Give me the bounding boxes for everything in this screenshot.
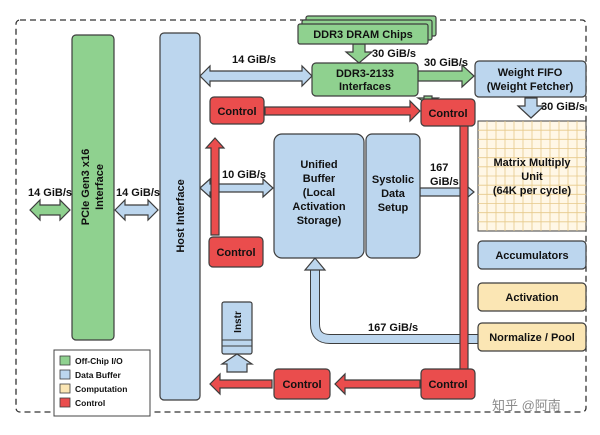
dram-chips (297, 23, 429, 45)
control-bottom-mid-label: Control (282, 379, 321, 391)
host-interface-label: Host Interface (175, 179, 187, 252)
control-top-right-label: Control (428, 108, 467, 120)
pcie-label-2: Interface (94, 164, 106, 210)
unified-buffer-label-5: Storage) (297, 215, 342, 227)
pcie-interface (71, 34, 115, 341)
legend-swatch-offchip (59, 355, 71, 366)
ddr3-label-1: DDR3-2133 (336, 68, 394, 80)
activation-label: Activation (505, 292, 558, 304)
matrix-label-3: (64K per cycle) (493, 185, 572, 197)
ddr3-label-2: Interfaces (339, 81, 391, 93)
matrix-label-1: Matrix Multiply (493, 157, 571, 169)
watermark: 知乎 @阿南 (492, 398, 561, 413)
control-bottom-mid (273, 368, 331, 400)
dram-chips-label: DDR3 DRAM Chips (313, 29, 413, 41)
arrow-ddr3-fifo (417, 63, 475, 89)
legend-swatch-computation (59, 383, 71, 394)
weight-fifo-label-1: Weight FIFO (498, 67, 563, 79)
systolic-label-1: Systolic (372, 174, 414, 186)
bw-dram-ddr: 30 GiB/s (372, 48, 416, 60)
arrow-control-host (209, 372, 273, 396)
instr-queue: Instr (220, 301, 254, 373)
arrow-host-ddr3 (199, 64, 313, 88)
systolic-label-3: Setup (378, 202, 409, 214)
weight-fifo-label-2: (Weight Fetcher) (487, 81, 574, 93)
control-top-left-label: Control (217, 106, 256, 118)
unified-buffer-label-4: Activation (292, 201, 345, 213)
control-mid-left (208, 236, 264, 268)
unified-buffer-label-3: (Local (303, 187, 335, 199)
pcie-label-1: PCIe Gen3 x16 (80, 149, 92, 225)
matrix-label-2: Unit (521, 171, 543, 183)
accumulators (477, 240, 587, 270)
bw-systolic-matrix-2: GiB/s (430, 176, 459, 188)
accumulators-label: Accumulators (495, 250, 568, 262)
weight-fifo (474, 60, 587, 98)
legend-label-buffer: Data Buffer (75, 370, 122, 380)
bw-fifo-matrix: 30 GiB/s (541, 101, 585, 113)
unified-buffer (273, 133, 365, 259)
arrow-feedback-fill (311, 268, 478, 343)
bw-host-ddr: 14 GiB/s (232, 54, 276, 66)
normalize-pool (477, 322, 587, 352)
arrow-pcie-host (114, 198, 159, 222)
ddr3-interfaces (311, 62, 419, 97)
control-top-left (209, 96, 265, 125)
arrow-host-buffer (199, 177, 274, 199)
instr-label: Instr (233, 311, 244, 333)
matrix-multiply-unit: Matrix Multiply Unit (64K per cycle) (477, 120, 587, 232)
control-top-right (420, 98, 476, 127)
unified-buffer-label-2: Buffer (303, 173, 336, 185)
bw-pcie-in: 14 GiB/s (28, 187, 72, 199)
arrow-control-bottom (334, 372, 421, 396)
control-bottom-right-label: Control (428, 379, 467, 391)
legend-swatch-buffer (59, 369, 71, 380)
bw-pcie-host: 14 GiB/s (116, 187, 160, 199)
control-bottom-right (420, 368, 476, 400)
legend-label-control: Control (75, 398, 105, 408)
legend-label-offchip: Off-Chip I/O (75, 356, 123, 366)
arrow-feedback-head (303, 257, 327, 271)
arrow-offchip-pcie (29, 198, 71, 222)
unified-buffer-label-1: Unified (300, 159, 337, 171)
legend-swatch-control (59, 397, 71, 408)
arrow-control-down-red (459, 122, 469, 373)
bw-host-buffer: 10 GiB/s (222, 169, 266, 181)
arrow-dram-ddr3 (344, 43, 374, 64)
systolic-data-setup (365, 133, 421, 259)
legend: Off-Chip I/O Data Buffer Computation Con… (53, 349, 151, 417)
matrix-grid (478, 121, 586, 231)
control-mid-left-label: Control (216, 247, 255, 259)
bw-ddr-fifo: 30 GiB/s (424, 57, 468, 69)
bw-systolic-matrix-1: 167 (430, 162, 448, 174)
normalize-pool-label: Normalize / Pool (489, 332, 575, 344)
host-interface (159, 32, 201, 401)
arrow-fifo-matrix (516, 97, 546, 119)
legend-label-computation: Computation (75, 384, 127, 394)
systolic-label-2: Data (381, 188, 406, 200)
arrow-control-top (264, 99, 421, 123)
arrow-control-up (204, 137, 226, 236)
activation (477, 282, 587, 312)
bw-feedback: 167 GiB/s (368, 322, 418, 334)
